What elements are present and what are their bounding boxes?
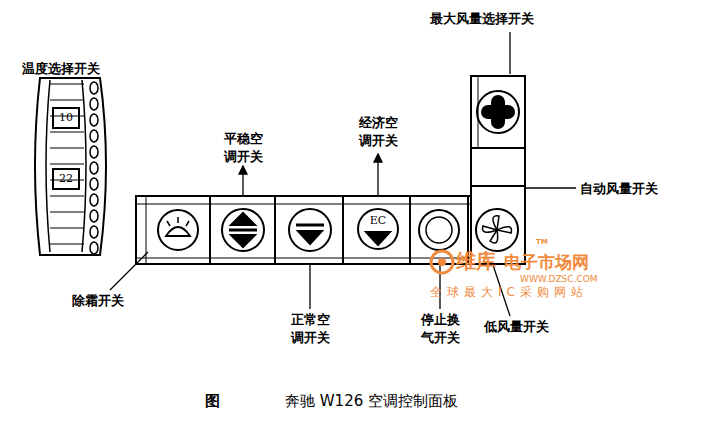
wheel-ridge [90, 210, 98, 222]
wheel-ridge [90, 242, 98, 254]
wheel-ridge [90, 114, 98, 126]
caption: 奔驰 W126 空调控制面板 [285, 391, 458, 411]
switch-label: 正常空调开关 [289, 311, 331, 346]
economy-button: EC [357, 208, 399, 250]
switch-label: 除霜开关 [72, 292, 124, 310]
wheel-segment [50, 147, 84, 148]
wheel-segment [50, 227, 84, 228]
wheel-ridge [90, 98, 98, 110]
temperature-label: 温度选择开关 [22, 60, 100, 78]
watermark: 全球最大IC采购网站 [430, 284, 588, 300]
wheel-ridge [90, 178, 98, 190]
switch-label: 平稳空调开关 [222, 130, 264, 165]
wheel-segment [50, 211, 84, 212]
wheel-segment [50, 243, 84, 244]
wheel-segment [50, 83, 84, 84]
temperature-wheel [35, 78, 106, 255]
figure-label: 图 [205, 391, 220, 411]
wheel-segment [50, 163, 84, 164]
wheel-ridge [90, 146, 98, 158]
wheel-segment [50, 99, 84, 100]
wheel-segment [50, 131, 84, 132]
dial-number: 10 [55, 109, 77, 127]
dial-number: 22 [55, 170, 77, 188]
switch-label: 停止换气开关 [419, 311, 461, 346]
watermark: 维库 [456, 248, 496, 275]
fan-column [471, 76, 525, 264]
wheel-ridge [90, 130, 98, 142]
wheel-ridge [90, 162, 98, 174]
switch-label: 低风量开关 [484, 318, 549, 336]
switch-label: 自动风量开关 [580, 180, 658, 198]
wheel-ridge [90, 194, 98, 206]
button-text: EC [359, 214, 397, 227]
watermark-logo [431, 251, 453, 273]
switch-label: 最大风量选择开关 [430, 10, 534, 28]
wheel-ridge [90, 82, 98, 94]
wheel-segment [50, 195, 84, 196]
watermark: TM [536, 238, 548, 247]
wheel-ridge [90, 226, 98, 238]
switch-label: 经济空调开关 [357, 114, 399, 149]
leader-lines [110, 32, 576, 316]
watermark: 电子市场网 [504, 251, 589, 274]
watermark: WWW.DZSC.COM [520, 273, 598, 285]
